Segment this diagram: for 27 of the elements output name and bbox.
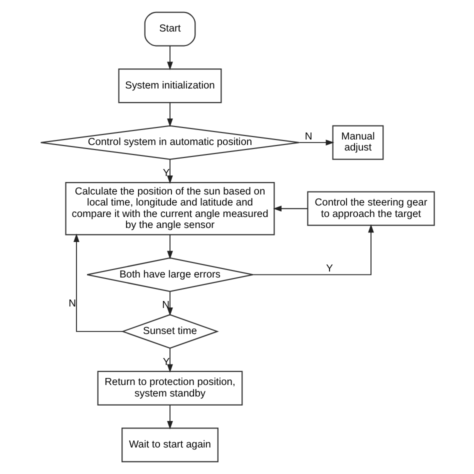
edge-label: Y (162, 356, 170, 368)
node-box: Start (144, 12, 196, 46)
arrow (73, 234, 123, 332)
edge-label: N (162, 300, 170, 312)
arrow (166, 234, 172, 260)
node-diamond: Sunset time (120, 314, 218, 349)
arrow (166, 102, 172, 127)
arrow (166, 46, 172, 70)
arrow (272, 206, 308, 212)
edge-label: N (304, 132, 312, 143)
node-box: Manual adjust (332, 125, 384, 160)
arrow (166, 404, 172, 430)
node-box: Return to protection position, system standby (96, 370, 242, 406)
arrow (166, 348, 172, 373)
arrow (298, 140, 334, 146)
edge-label: Y (326, 264, 332, 275)
node-box: Wait to start again (121, 428, 218, 462)
edge-label: N (68, 298, 76, 310)
node-box: Control the steering gear to approach the target (306, 191, 434, 226)
arrow (252, 224, 374, 276)
node-box: System initialization (118, 68, 222, 104)
arrow (166, 291, 172, 316)
node-box: Calculate the position of the sun based on local time, longitude and latitude and compare it with the current angle measured by the angle sensor (64, 182, 274, 236)
node-diamond: Control system in automatic position (40, 125, 300, 160)
edge-label: Y (162, 168, 170, 179)
arrow (166, 159, 172, 184)
node-diamond: Both have large errors (86, 257, 253, 292)
